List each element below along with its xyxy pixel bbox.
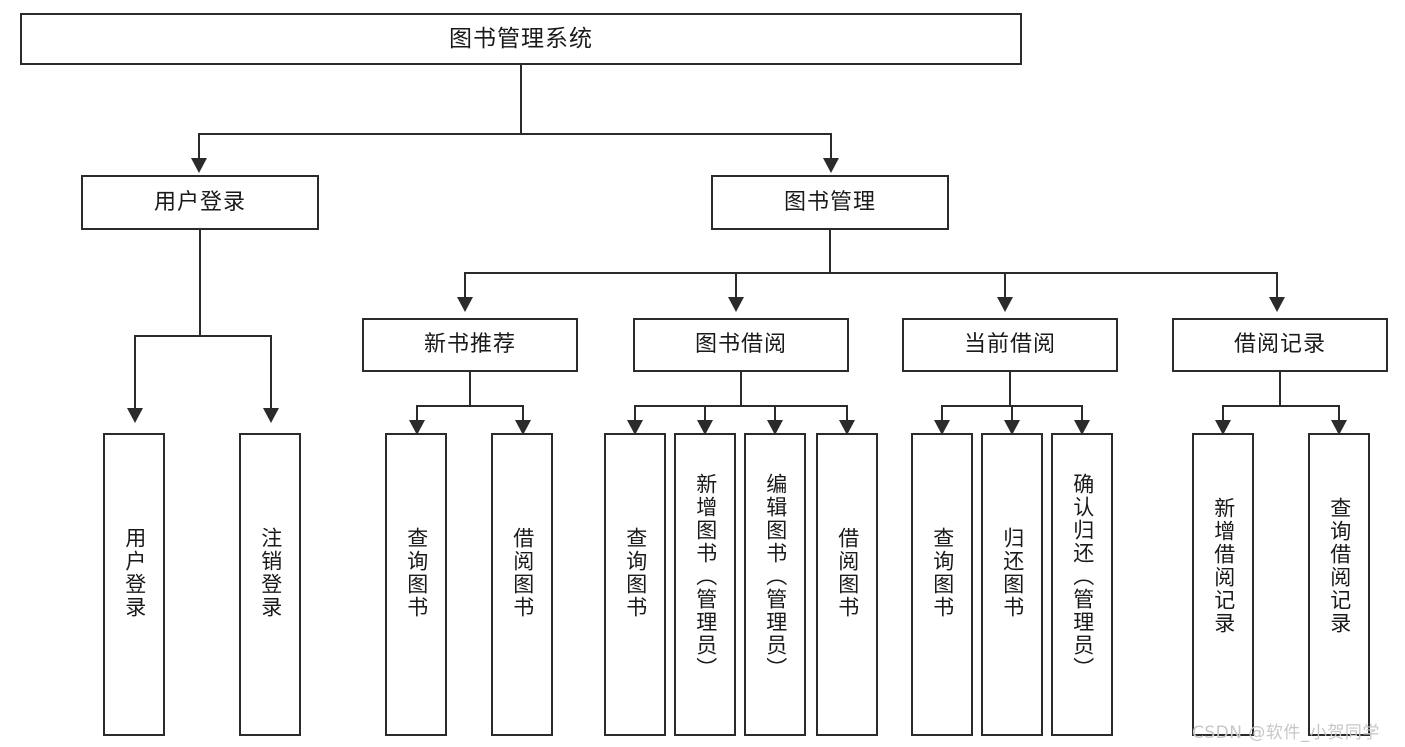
connector-bookmgmt-to-borrow xyxy=(735,272,737,300)
connector-login-bus xyxy=(134,335,270,337)
node-current-borrow[interactable]: 当前借阅 xyxy=(902,318,1118,372)
connector-login-stem xyxy=(199,230,201,336)
arrow-records-to-leaf1 xyxy=(1215,420,1231,435)
arrow-borrow-to-leaf3 xyxy=(767,420,783,435)
connector-current-to-leaf3 xyxy=(1081,405,1083,429)
connector-current-to-leaf1 xyxy=(941,405,943,429)
node-label: 图书管理系统 xyxy=(449,25,593,52)
leaf-label: 查询图书 xyxy=(623,527,648,619)
leaf-current-confirm-return-admin[interactable]: 确认归还（管理员） xyxy=(1051,433,1113,736)
connector-login-to-leaf1 xyxy=(134,335,136,411)
arrow-bookmgmt-to-current xyxy=(997,297,1013,312)
leaf-label: 用户登录 xyxy=(122,527,147,619)
arrow-login-to-leaf2 xyxy=(263,408,279,423)
connector-records-stem xyxy=(1279,372,1281,407)
arrow-borrow-to-leaf2 xyxy=(697,420,713,435)
leaf-records-query-record[interactable]: 查询借阅记录 xyxy=(1308,433,1370,736)
leaf-label: 查询图书 xyxy=(404,527,429,619)
leaf-label: 确认归还（管理员） xyxy=(1070,473,1095,680)
node-book-management[interactable]: 图书管理 xyxy=(711,175,949,230)
connector-root-bus xyxy=(198,133,832,135)
arrow-newbook-to-leaf2 xyxy=(515,420,531,435)
connector-bookmgmt-bus xyxy=(464,272,1277,274)
leaf-label: 查询图书 xyxy=(930,527,955,619)
leaf-current-query-book[interactable]: 查询图书 xyxy=(911,433,973,736)
connector-borrow-stem xyxy=(740,372,742,407)
leaf-newbook-borrow-book[interactable]: 借阅图书 xyxy=(491,433,553,736)
node-new-book-recommend[interactable]: 新书推荐 xyxy=(362,318,578,372)
connector-newbook-bus xyxy=(416,405,522,407)
leaf-newbook-query-book[interactable]: 查询图书 xyxy=(385,433,447,736)
connector-records-to-leaf2 xyxy=(1338,405,1340,429)
leaf-user-login[interactable]: 用户登录 xyxy=(103,433,165,736)
leaf-borrow-borrow-book[interactable]: 借阅图书 xyxy=(816,433,878,736)
arrow-borrow-to-leaf4 xyxy=(839,420,855,435)
arrow-root-to-login xyxy=(191,158,207,173)
leaf-current-return-book[interactable]: 归还图书 xyxy=(981,433,1043,736)
connector-root-to-login xyxy=(198,133,200,161)
node-label: 新书推荐 xyxy=(423,332,516,357)
arrow-root-to-bookmgmt xyxy=(823,158,839,173)
connector-borrow-to-leaf1 xyxy=(634,405,636,429)
leaf-records-add-record[interactable]: 新增借阅记录 xyxy=(1192,433,1254,736)
connector-bookmgmt-to-newbook xyxy=(464,272,466,300)
connector-bookmgmt-to-current xyxy=(1004,272,1006,300)
connector-bookmgmt-stem xyxy=(829,230,831,274)
node-label: 图书借阅 xyxy=(694,332,787,357)
leaf-label: 新增借阅记录 xyxy=(1211,497,1236,635)
connector-current-to-leaf2 xyxy=(1011,405,1013,429)
connector-bookmgmt-to-records xyxy=(1276,272,1278,300)
connector-newbook-stem xyxy=(469,372,471,407)
node-label: 当前借阅 xyxy=(963,332,1056,357)
connector-newbook-to-leaf1 xyxy=(416,405,418,429)
leaf-label: 借阅图书 xyxy=(510,527,535,619)
leaf-borrow-add-book-admin[interactable]: 新增图书（管理员） xyxy=(674,433,736,736)
node-book-borrow[interactable]: 图书借阅 xyxy=(633,318,849,372)
arrow-bookmgmt-to-newbook xyxy=(457,297,473,312)
connector-borrow-bus xyxy=(634,405,846,407)
arrow-login-to-leaf1 xyxy=(127,408,143,423)
node-label: 用户登录 xyxy=(153,189,246,215)
connector-newbook-to-leaf2 xyxy=(522,405,524,429)
arrow-records-to-leaf2 xyxy=(1331,420,1347,435)
connector-root-stem xyxy=(520,65,522,133)
arrow-bookmgmt-to-borrow xyxy=(728,297,744,312)
leaf-logout[interactable]: 注销登录 xyxy=(239,433,301,736)
leaf-borrow-query-book[interactable]: 查询图书 xyxy=(604,433,666,736)
arrow-current-to-leaf2 xyxy=(1004,420,1020,435)
leaf-label: 借阅图书 xyxy=(835,527,860,619)
node-label: 图书管理 xyxy=(783,189,876,215)
connector-current-stem xyxy=(1009,372,1011,407)
arrow-newbook-to-leaf1 xyxy=(409,420,425,435)
csdn-watermark: CSDN @软件_小贺同学 xyxy=(1192,723,1380,743)
leaf-borrow-edit-book-admin[interactable]: 编辑图书（管理员） xyxy=(744,433,806,736)
arrow-current-to-leaf3 xyxy=(1074,420,1090,435)
connector-records-to-leaf1 xyxy=(1222,405,1224,429)
leaf-label: 归还图书 xyxy=(1000,527,1025,619)
leaf-label: 编辑图书（管理员） xyxy=(763,473,788,680)
node-user-login[interactable]: 用户登录 xyxy=(81,175,319,230)
node-borrow-records[interactable]: 借阅记录 xyxy=(1172,318,1388,372)
connector-records-bus xyxy=(1222,405,1338,407)
arrow-borrow-to-leaf1 xyxy=(627,420,643,435)
connector-borrow-to-leaf4 xyxy=(846,405,848,429)
leaf-label: 新增图书（管理员） xyxy=(693,473,718,680)
arrow-bookmgmt-to-records xyxy=(1269,297,1285,312)
node-label: 借阅记录 xyxy=(1233,332,1326,357)
leaf-label: 注销登录 xyxy=(258,527,283,619)
connector-borrow-to-leaf2 xyxy=(704,405,706,429)
connector-root-to-bookmgmt xyxy=(830,133,832,161)
arrow-current-to-leaf1 xyxy=(934,420,950,435)
connector-borrow-to-leaf3 xyxy=(774,405,776,429)
leaf-label: 查询借阅记录 xyxy=(1327,497,1352,635)
connector-login-to-leaf2 xyxy=(270,335,272,411)
node-root-system[interactable]: 图书管理系统 xyxy=(20,13,1022,65)
